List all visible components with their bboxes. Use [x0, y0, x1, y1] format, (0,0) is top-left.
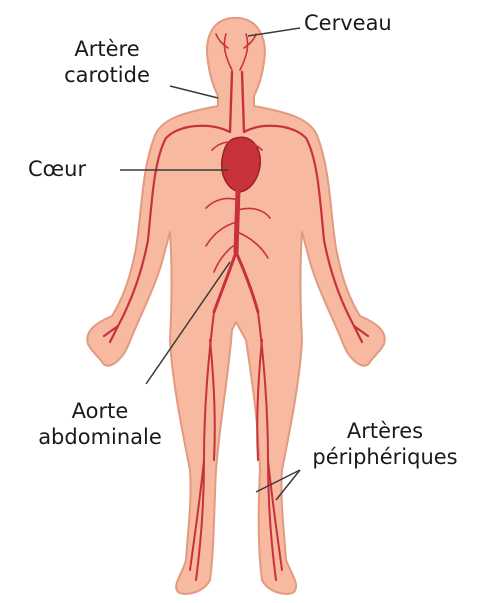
label-carotid-line2: carotide: [52, 62, 162, 88]
label-peripheral-line1: Artères: [290, 418, 480, 444]
label-carotid: Artère carotide: [52, 36, 162, 88]
label-aorta-line2: abdominale: [20, 424, 180, 450]
body-silhouette: [87, 18, 384, 594]
label-peripheral-line2: périphériques: [290, 444, 480, 470]
label-brain: Cerveau: [304, 10, 392, 36]
label-aorta: Aorte abdominale: [20, 398, 180, 450]
leader-carotid: [170, 86, 218, 98]
label-peripheral: Artères périphériques: [290, 418, 480, 470]
label-heart: Cœur: [28, 156, 86, 182]
label-aorta-line1: Aorte: [20, 398, 180, 424]
label-carotid-line1: Artère: [52, 36, 162, 62]
